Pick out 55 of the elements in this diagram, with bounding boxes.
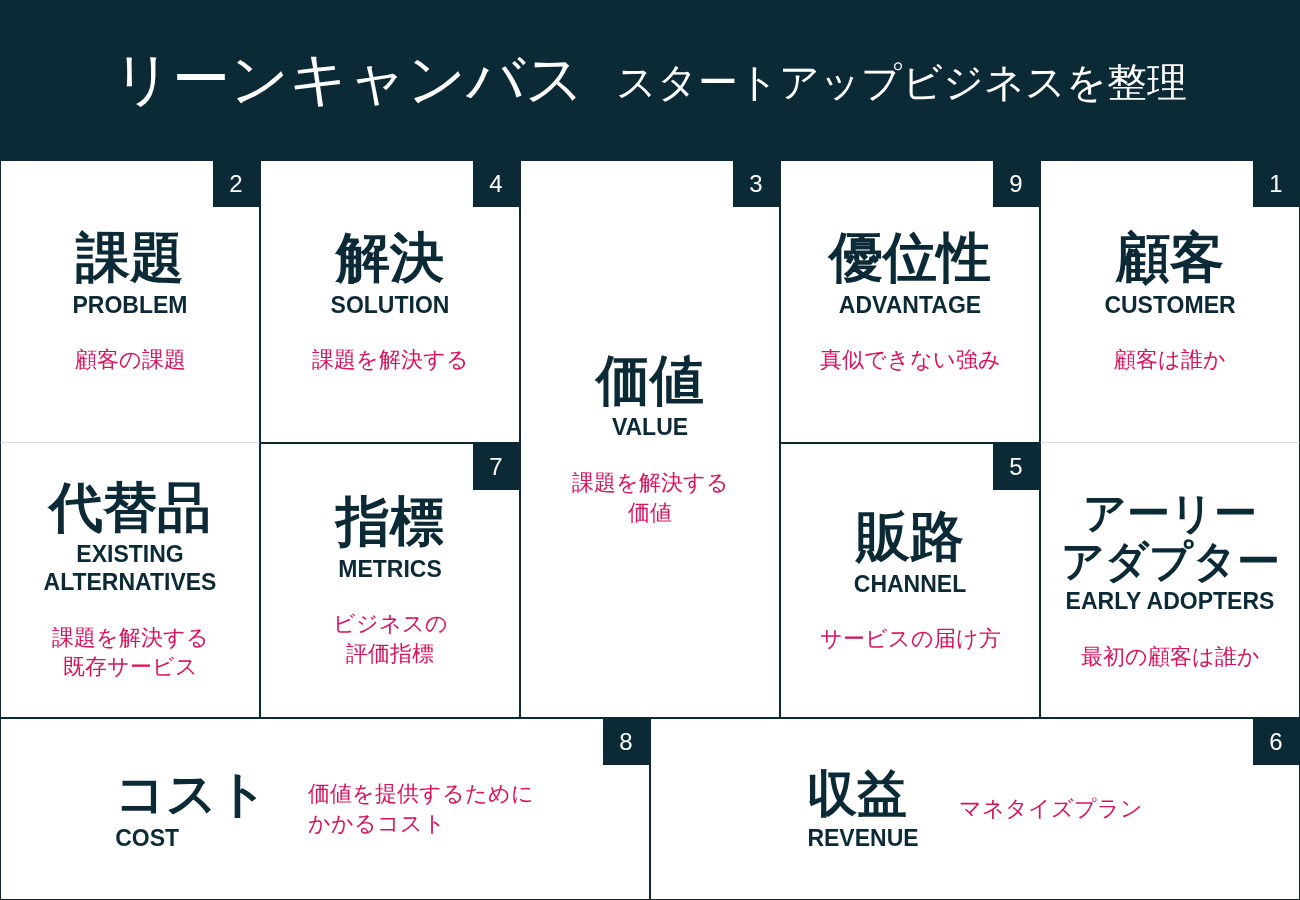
block-heading: 顧客 [1116,228,1224,289]
block-subheading: ADVANTAGE [838,291,982,320]
block-heading: 指標 [336,492,444,553]
block-description: 最初の顧客は誰か [1080,642,1260,671]
canvas-block [260,443,520,718]
canvas-block [780,443,1040,718]
canvas-block [650,718,1300,900]
canvas-block [1040,160,1300,443]
step-number: 2 [213,161,259,207]
block-heading: 販路 [856,507,964,568]
canvas-block [0,160,260,443]
step-number: 9 [993,161,1039,207]
block-description: 顧客は誰か [1114,346,1226,375]
block-heading: 課題 [76,228,184,289]
block-subheading: CHANNEL [853,570,967,599]
title-text: リーンキャンバス [113,45,584,115]
block-heading: 価値 [596,350,704,412]
subtitle-text: スタートアップビジネスを整理 [616,58,1187,106]
block-subheading: PROBLEM [72,291,188,320]
block-heading: コスト [115,765,269,822]
step-number: 6 [1253,719,1299,765]
canvas-block [260,160,520,443]
block-description: 価値を提供するためにかかるコスト [308,780,535,838]
block-heading: アーリーアダプター [1060,488,1280,585]
block-heading: 収益 [807,765,908,822]
block-heading: 解決 [336,228,444,289]
block-subheading: EARLY ADOPTERS [1065,588,1275,616]
block-description: ビジネスの評価指標 [331,610,449,669]
canvas-block [1040,443,1300,718]
block-subheading: METRICS [338,555,442,584]
block-description: 真似できない強み [819,346,1001,375]
canvas-block [520,160,780,718]
block-subheading: CUSTOMER [1104,291,1236,320]
block-description: 課題を解決する価値 [570,468,730,527]
step-number: 1 [1253,161,1299,207]
block-description: サービスの届け方 [819,625,1001,654]
block-subheading: REVENUE [807,824,919,853]
block-heading: 優位性 [829,228,991,289]
block-subheading: VALUE [611,414,689,442]
block-description: マネタイズプラン [958,795,1143,824]
step-number: 8 [603,719,649,765]
canvas-block [0,443,260,718]
block-subheading: COST [115,824,180,853]
step-number: 5 [993,444,1039,490]
block-subheading: SOLUTION [330,291,450,320]
canvas-block [780,160,1040,443]
step-number: 3 [733,161,779,207]
block-heading: 代替品 [49,478,211,539]
step-number: 7 [473,444,519,490]
block-description: 課題を解決する既存サービス [50,623,210,682]
canvas-block [0,718,650,900]
block-subheading: EXISTING ALTERNATIVES [42,541,218,597]
block-description: 課題を解決する [311,346,469,375]
block-description: 顧客の課題 [74,346,186,375]
step-number: 4 [473,161,519,207]
